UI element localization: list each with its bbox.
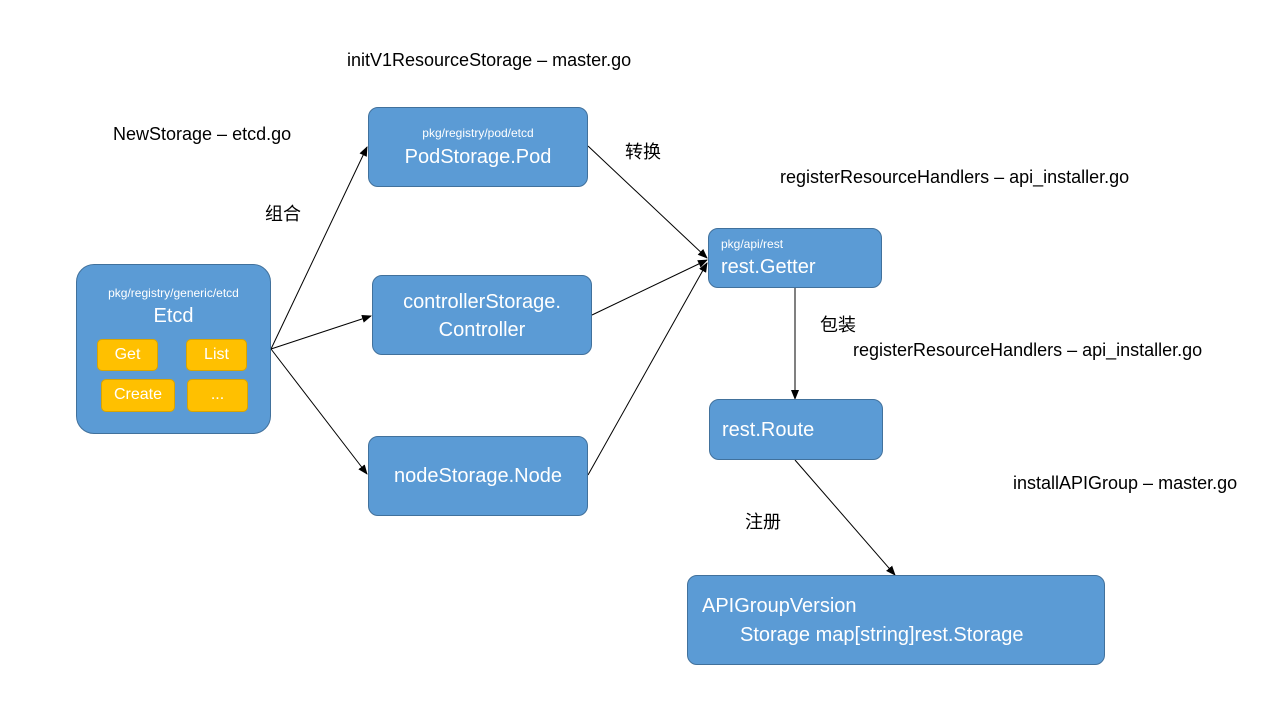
arrow-podstorage-to-restgetter xyxy=(587,145,708,259)
annotation-register-handlers-top: registerResourceHandlers – api_installer… xyxy=(780,167,1130,187)
pod-storage-title: PodStorage.Pod xyxy=(404,146,552,168)
etcd-title: Etcd xyxy=(153,305,194,327)
annotation-install-api-group: installAPIGroup – master.go xyxy=(1013,473,1238,493)
controller-storage-line2: Controller xyxy=(438,319,526,341)
op-get: Get xyxy=(97,339,158,371)
op-ellipsis: ... xyxy=(187,379,248,412)
arrow-etcd-to-podstorage xyxy=(270,146,368,350)
pod-storage-node: pkg/registry/pod/etcd PodStorage.Pod xyxy=(368,107,588,187)
arrow-etcd-to-nodestorage xyxy=(270,348,368,475)
node-storage-node: nodeStorage.Node xyxy=(368,436,588,516)
api-group-version-title: APIGroupVersion xyxy=(702,595,857,617)
op-create: Create xyxy=(101,379,175,412)
pod-storage-path: pkg/registry/pod/etcd xyxy=(422,126,534,140)
node-storage-title: nodeStorage.Node xyxy=(394,465,562,487)
edge-label-combine: 组合 xyxy=(265,204,301,224)
rest-getter-node: pkg/api/rest rest.Getter xyxy=(708,228,882,288)
rest-getter-title: rest.Getter xyxy=(721,256,816,278)
edge-label-register: 注册 xyxy=(745,512,781,532)
rest-route-node: rest.Route xyxy=(709,399,883,460)
rest-route-title: rest.Route xyxy=(722,419,815,441)
edge-label-wrap: 包装 xyxy=(820,315,856,335)
annotation-new-storage: NewStorage – etcd.go xyxy=(113,124,292,144)
api-group-version-node: APIGroupVersion Storage map[string]rest.… xyxy=(687,575,1105,665)
etcd-path: pkg/registry/generic/etcd xyxy=(108,286,239,300)
arrow-controllerstorage-to-restgetter xyxy=(591,259,708,316)
arrow-nodestorage-to-restgetter xyxy=(587,262,708,476)
arrow-restroute-to-apigroupversion xyxy=(794,459,896,576)
api-group-version-storage: Storage map[string]rest.Storage xyxy=(740,624,1024,646)
controller-storage-line1: controllerStorage. xyxy=(403,291,561,313)
annotation-register-handlers-mid: registerResourceHandlers – api_installer… xyxy=(853,340,1203,360)
etcd-node: pkg/registry/generic/etcd Etcd Get List … xyxy=(76,264,271,434)
op-list: List xyxy=(186,339,247,371)
edge-label-convert: 转换 xyxy=(625,142,661,162)
arrow-etcd-to-controllerstorage xyxy=(270,315,372,350)
rest-getter-path: pkg/api/rest xyxy=(721,237,784,251)
controller-storage-node: controllerStorage. Controller xyxy=(372,275,592,355)
annotation-init-storage: initV1ResourceStorage – master.go xyxy=(347,50,632,70)
